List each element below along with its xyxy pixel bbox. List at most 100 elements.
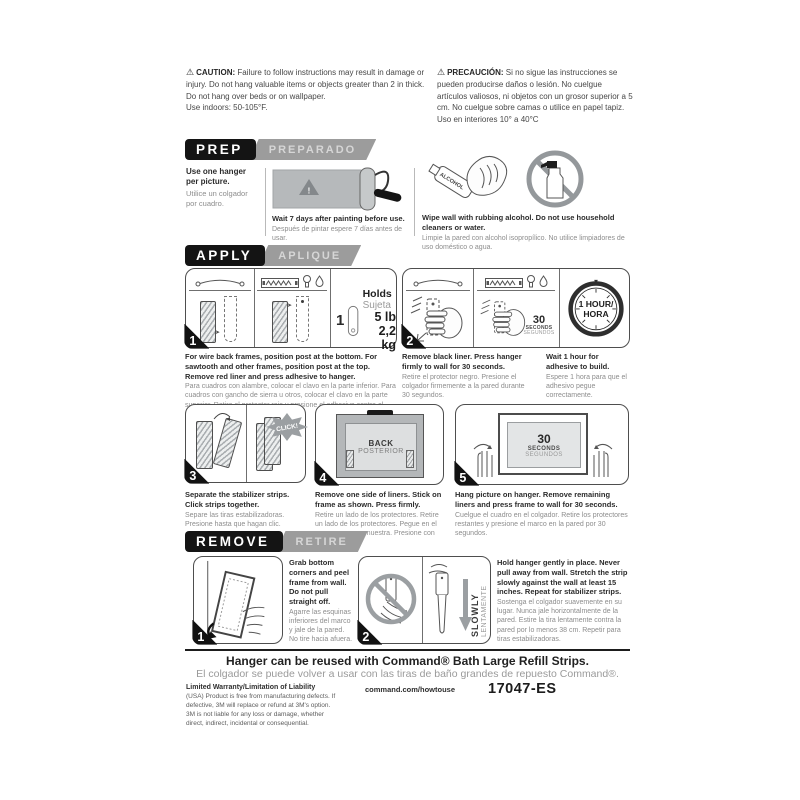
frame-back-en: BACK [368, 439, 394, 448]
remove-title-es: RETIRE [276, 531, 368, 552]
holds-block: 1 Holds Sujeta 5 lb 2,2 kg [336, 288, 396, 352]
hand-icon [473, 443, 493, 477]
remove-step2-caption: Hold hanger gently in place. Never pull … [497, 558, 631, 644]
wire-iconrow [189, 273, 251, 291]
apply-title-en: APPLY [185, 245, 266, 266]
divider [559, 269, 560, 347]
frame-back-panel: BACK POSTERIOR [345, 423, 417, 471]
seconds-es: SEGUNDOS [523, 330, 555, 336]
apply-title-es-label: APLIQUE [278, 249, 342, 262]
slowly-en: SLOWLY [470, 593, 480, 637]
click-burst-icon: CLICK! [266, 413, 308, 441]
hanger-post [296, 296, 309, 342]
apply-title-es: APLIQUE [258, 245, 361, 266]
divider [254, 269, 255, 347]
stretch-strip-illustration [428, 564, 449, 634]
apply-wait-es: Espere 1 hora para que el adhesivo pegue… [546, 373, 627, 399]
down-arrow-icon [459, 579, 472, 631]
frame-seconds-es: SEGUNDOS [525, 451, 563, 458]
press-hand-illustration [480, 299, 526, 336]
adhesive-strip [272, 301, 288, 343]
remove-step1-box: 1 [192, 556, 283, 645]
caution-en-block: ⚠CAUTION: Failure to follow instructions… [186, 66, 434, 114]
hanger-icon [348, 305, 359, 336]
apply-step2-en: Remove black liner. Press hanger firmly … [402, 352, 522, 371]
prep-title-en-label: PREP [196, 142, 243, 157]
prep-divider-1 [265, 168, 266, 236]
prep-title-es-label: PREPARADO [268, 143, 357, 156]
warranty-block: Limited Warranty/Limitation of Liability… [186, 684, 338, 728]
warning-icon: ⚠ [186, 67, 195, 77]
click-label: CLICK! [276, 423, 299, 434]
no-spray-icon [526, 150, 584, 208]
product-code: 17047-ES [488, 681, 557, 697]
adhesive-strip [200, 301, 216, 343]
apply-step2-es: Retire el protector negro. Presione el c… [402, 373, 525, 399]
sawtooth-iconrow [257, 273, 327, 291]
apply-wait-en: Wait 1 hour for adhesive to build. [546, 352, 610, 371]
caution-es-block: ⚠PRECAUCIÓN: Si no sigue las instruccion… [437, 66, 633, 125]
footer-rule [185, 649, 630, 651]
apply-title-en-label: APPLY [196, 248, 253, 263]
post-dot [301, 300, 304, 303]
divider [473, 269, 474, 347]
prep-header: PREP PREPARADO [185, 139, 376, 160]
stabilizer-strip [196, 421, 213, 469]
holds-label-en: Holds [362, 288, 392, 300]
seconds-en: SECONDS [525, 325, 553, 331]
remove-title-en: REMOVE [185, 531, 283, 552]
caution-en-text: Failure to follow instructions may resul… [186, 68, 425, 101]
hand-icon [593, 443, 613, 477]
alcohol-wipe-illustration: ALCOHOL [428, 150, 584, 208]
holds-weight-lb: 5 lb [374, 310, 396, 325]
remove-title-en-label: REMOVE [196, 534, 270, 549]
remove-header: REMOVE RETIRE [185, 531, 368, 552]
clock-label-2: HORA [583, 309, 608, 319]
prep-wipe-caption: Wipe wall with rubbing alcohol. Do not u… [422, 213, 628, 252]
stabilizer-strip [212, 417, 243, 469]
caution-en-indoors: Use indoors: 50-105°F. [186, 103, 268, 113]
paint-roller-illustration: ! [272, 167, 402, 211]
apply-step3-box: CLICK! 3 [184, 404, 308, 484]
prep-one-hanger-es: Utilice un colgador por cuadro. [186, 188, 248, 208]
clock-icon: 1 HOUR/ HORA [568, 279, 624, 337]
mini-strip [406, 450, 414, 468]
arrow-icon: ➤ [287, 303, 293, 309]
prep-wipe-es: Limpie la pared con alcohol isopropílico… [422, 234, 625, 251]
divider [422, 557, 423, 643]
reuse-line-en: Hanger can be reused with Command® Bath … [226, 654, 589, 668]
apply-step2-box: 30 SECONDS SEGUNDOS 1 HOUR/ HORA 2 [401, 268, 630, 349]
divider [330, 269, 331, 347]
hanger-post [224, 296, 237, 342]
apply-step4-box: BACK POSTERIOR 4 [314, 404, 444, 486]
apply-step3-en: Separate the stabilizer strips. Click st… [185, 490, 290, 509]
slowly-es: LENTAMENTE [481, 585, 488, 637]
frame-seconds-number: 30 [537, 431, 551, 446]
remove-title-es-label: RETIRE [295, 535, 348, 548]
frame-back-illustration: BACK POSTERIOR [336, 410, 424, 478]
keyhole-icon [314, 275, 324, 287]
caution-es-text: Si no sigue las instrucciones se pueden … [437, 68, 633, 113]
sawtooth-iconrow [477, 273, 555, 291]
separate-arrow-icon [213, 413, 231, 421]
remove-step2-box: SLOWLY LENTAMENTE 2 [357, 556, 491, 645]
prep-one-hanger-en: Use one hanger per picture. [186, 167, 247, 187]
remove-step2-es: Sostenga el colgador suavemente en su lu… [497, 599, 622, 643]
roller-warning-mark: ! [308, 187, 311, 196]
remove-step1-en: Grab bottom corners and peel frame from … [289, 558, 350, 606]
keyhole-icon [538, 275, 548, 287]
apply-wait-caption: Wait 1 hour for adhesive to build. Esper… [546, 352, 630, 400]
apply-step4-en: Remove one side of liners. Stick on fram… [315, 490, 442, 509]
wire-hanger-icon [195, 279, 245, 287]
prep-paint-es: Después de pintar espere 7 días antes de… [272, 225, 402, 242]
frame-seconds-en: SECONDS [527, 445, 561, 452]
holds-label-es: Sujeta [362, 300, 391, 312]
divider [246, 405, 247, 482]
wire-iconrow [406, 273, 470, 291]
warning-icon-es: ⚠ [437, 67, 446, 77]
peel-frame-illustration [207, 560, 265, 640]
apply-step2-caption: Remove black liner. Press hanger firmly … [402, 352, 532, 400]
warranty-title: Limited Warranty/Limitation of Liability [186, 684, 316, 691]
prep-paint-caption: Wait 7 days after painting before use. D… [272, 214, 410, 243]
press-hand-illustration [410, 296, 463, 342]
